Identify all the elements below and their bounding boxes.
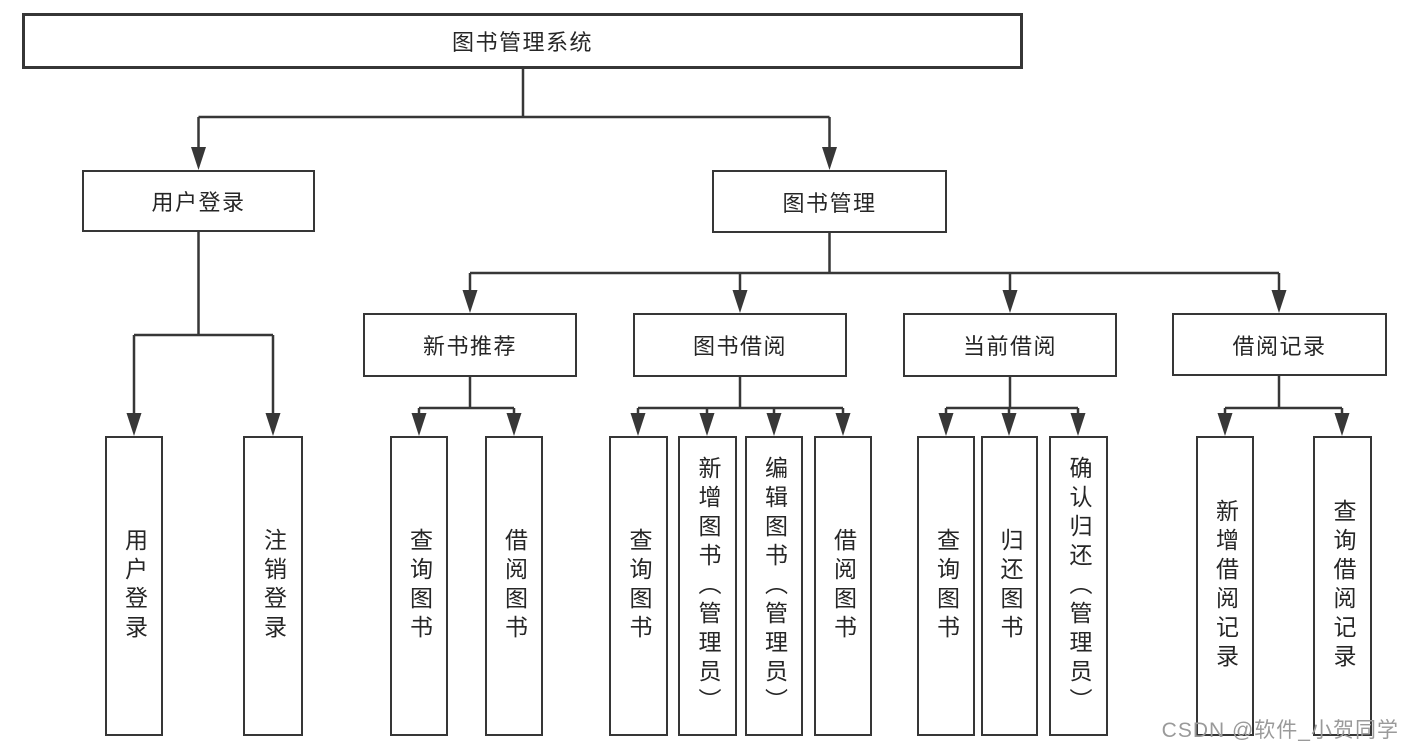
connector-newbookrec-to-leaves xyxy=(411,377,522,436)
leaf-current-return-books: 归还图书 xyxy=(981,436,1038,736)
leaf-records-query-borrow-record-label: 查询借阅记录 xyxy=(1330,499,1356,673)
leaf-newbook-borrow-books: 借阅图书 xyxy=(485,436,543,736)
connector-root-to-level2 xyxy=(191,69,837,170)
leaf-logout: 注销登录 xyxy=(243,436,303,736)
connector-borrowrecords-to-leaves xyxy=(1217,376,1350,436)
leaf-current-query-books: 查询图书 xyxy=(917,436,975,736)
connector-bookmgmt-to-level3 xyxy=(462,233,1287,313)
node-root-system: 图书管理系统 xyxy=(22,13,1023,69)
node-borrow-records: 借阅记录 xyxy=(1172,313,1387,376)
leaf-user-login-label: 用户登录 xyxy=(121,528,148,644)
leaf-borrowing-query-books: 查询图书 xyxy=(609,436,668,736)
node-current-borrowing: 当前借阅 xyxy=(903,313,1117,377)
node-book-management-label: 图书管理 xyxy=(782,190,877,216)
csdn-watermark: CSDN @软件_小贺同学 xyxy=(1161,719,1399,742)
leaf-borrowing-query-books-label: 查询图书 xyxy=(626,528,652,644)
leaf-records-add-borrow-record-label: 新增借阅记录 xyxy=(1212,499,1239,673)
leaf-newbook-query-books: 查询图书 xyxy=(390,436,448,736)
connector-userlogin-to-leaves xyxy=(126,232,281,436)
leaf-newbook-query-books-label: 查询图书 xyxy=(406,528,433,644)
node-book-borrowing: 图书借阅 xyxy=(633,313,847,377)
node-user-login-label: 用户登录 xyxy=(151,190,246,215)
leaf-borrowing-add-books-admin: 新增图书（管理员） xyxy=(678,436,737,736)
leaf-borrowing-edit-books-admin-label: 编辑图书（管理员） xyxy=(761,455,788,717)
connector-bookborrow-to-leaves xyxy=(630,377,851,436)
leaf-current-return-books-label: 归还图书 xyxy=(997,528,1023,644)
leaf-borrowing-add-books-admin-label: 新增图书（管理员） xyxy=(695,455,721,717)
leaf-borrowing-edit-books-admin: 编辑图书（管理员） xyxy=(745,436,803,736)
node-new-book-recommend: 新书推荐 xyxy=(363,313,577,377)
node-current-borrowing-label: 当前借阅 xyxy=(962,334,1057,359)
node-new-book-recommend-label: 新书推荐 xyxy=(422,334,517,359)
leaf-borrowing-borrow-books-label: 借阅图书 xyxy=(830,528,857,644)
leaf-user-login: 用户登录 xyxy=(105,436,163,736)
leaf-records-query-borrow-record: 查询借阅记录 xyxy=(1313,436,1372,736)
leaf-current-confirm-return-admin-label: 确认归还（管理员） xyxy=(1066,455,1092,717)
leaf-newbook-borrow-books-label: 借阅图书 xyxy=(501,528,528,644)
node-borrow-records-label: 借阅记录 xyxy=(1232,333,1327,359)
node-root-system-label: 图书管理系统 xyxy=(451,30,593,55)
leaf-current-query-books-label: 查询图书 xyxy=(933,528,960,644)
connector-currentborrow-to-leaves xyxy=(938,377,1086,436)
node-user-login: 用户登录 xyxy=(82,170,315,232)
node-book-borrowing-label: 图书借阅 xyxy=(692,334,787,359)
leaf-logout-label: 注销登录 xyxy=(260,528,287,644)
node-book-management: 图书管理 xyxy=(712,170,947,233)
leaf-borrowing-borrow-books: 借阅图书 xyxy=(814,436,872,736)
leaf-records-add-borrow-record: 新增借阅记录 xyxy=(1196,436,1254,736)
leaf-current-confirm-return-admin: 确认归还（管理员） xyxy=(1049,436,1108,736)
